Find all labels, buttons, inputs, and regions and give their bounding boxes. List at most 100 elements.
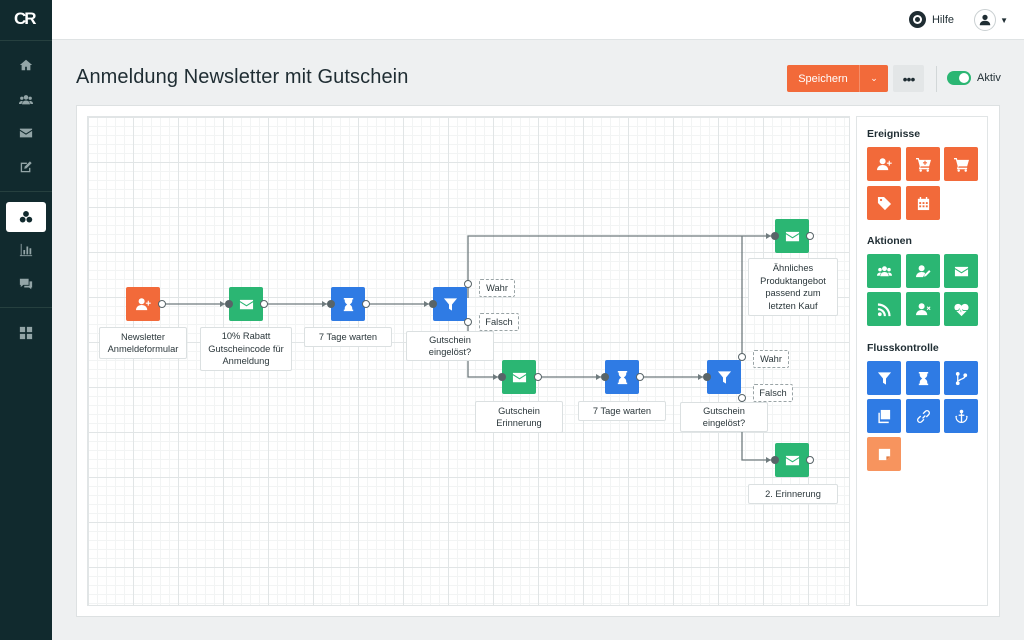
node-input-port[interactable] [429, 300, 437, 308]
edit-icon [19, 160, 33, 174]
node-label: 2. Erinnerung [748, 484, 838, 504]
note-icon [877, 447, 892, 462]
palette-item-signup[interactable] [867, 147, 901, 181]
sidebar-item-home[interactable] [6, 50, 46, 80]
node-output-port[interactable] [362, 300, 370, 308]
sidebar-item-chat[interactable] [6, 269, 46, 299]
palette-item-feed[interactable] [867, 292, 901, 326]
filter-icon [877, 371, 892, 386]
users-icon [19, 93, 33, 107]
palette-section-events: Ereignisse [867, 128, 921, 140]
node-output-port-true[interactable] [738, 353, 746, 361]
header-divider [936, 66, 937, 92]
hourglass-icon [916, 371, 931, 386]
sidebar-item-dashboard[interactable] [6, 318, 46, 348]
node-input-port[interactable] [225, 300, 233, 308]
avatar [974, 9, 997, 31]
palette-item-date[interactable] [906, 186, 940, 220]
flow-node-wait[interactable] [331, 287, 365, 321]
palette-item-link[interactable] [906, 399, 940, 433]
sidebar-item-reports[interactable] [6, 235, 46, 265]
top-bar: Hilfe ▼ [52, 0, 1024, 40]
filter-icon [717, 370, 732, 385]
node-output-port[interactable] [158, 300, 166, 308]
node-output-port-false[interactable] [738, 394, 746, 402]
node-input-port[interactable] [703, 373, 711, 381]
palette-item-cart-add[interactable] [906, 147, 940, 181]
envelope-icon [239, 297, 254, 312]
filter-icon [443, 297, 458, 312]
save-button-group: Speichern ⌄ [787, 65, 888, 92]
branch-icon [954, 371, 969, 386]
link-icon [916, 409, 931, 424]
save-options-dropdown[interactable]: ⌄ [859, 65, 888, 92]
palette-item-tag[interactable] [867, 186, 901, 220]
palette-section-flow: Flusskontrolle [867, 342, 939, 354]
flow-node-filter[interactable] [707, 360, 741, 394]
save-button[interactable]: Speichern [798, 72, 848, 85]
node-label: 10% Rabatt Gutscheincode für Anmeldung [200, 327, 292, 371]
node-label: 7 Tage warten [578, 401, 666, 421]
flow-node-erinnerung[interactable] [502, 360, 536, 394]
active-toggle[interactable] [947, 71, 971, 85]
sidebar-item-mail[interactable] [6, 118, 46, 148]
automation-icon [19, 210, 33, 224]
palette-item-anchor[interactable] [944, 399, 978, 433]
node-input-port[interactable] [327, 300, 335, 308]
active-label: Aktiv [977, 72, 1001, 84]
rss-icon [877, 302, 892, 317]
palette-item-remove-contact[interactable] [906, 292, 940, 326]
user-menu[interactable]: ▼ [974, 9, 1008, 31]
node-label: Newsletter Anmeldeformular [99, 327, 187, 359]
palette-item-copy[interactable] [867, 399, 901, 433]
sidebar-item-automation[interactable] [6, 202, 46, 232]
node-output-port[interactable] [534, 373, 542, 381]
flow-node-aehnlich[interactable] [775, 219, 809, 253]
node-input-port[interactable] [601, 373, 609, 381]
palette-item-wait[interactable] [906, 361, 940, 395]
node-output-port-true[interactable] [464, 280, 472, 288]
palette-item-purchase[interactable] [944, 147, 978, 181]
node-output-port[interactable] [260, 300, 268, 308]
help-link[interactable]: Hilfe [908, 11, 954, 28]
envelope-icon [785, 229, 800, 244]
palette-item-send-mail[interactable] [944, 254, 978, 288]
branch-false-tag: Falsch [479, 313, 519, 331]
sidebar-item-editor[interactable] [6, 152, 46, 182]
bar-chart-icon [19, 243, 33, 257]
palette-item-split[interactable] [944, 361, 978, 395]
chevron-down-icon: ⌄ [870, 73, 878, 83]
node-input-port[interactable] [771, 232, 779, 240]
node-output-port-false[interactable] [464, 318, 472, 326]
flow-node-wait[interactable] [605, 360, 639, 394]
user-icon [979, 14, 991, 26]
node-label: Gutschein Erinnerung [475, 401, 563, 433]
sidebar-item-contacts[interactable] [6, 85, 46, 115]
home-icon [19, 58, 33, 72]
node-output-port[interactable] [636, 373, 644, 381]
node-output-port[interactable] [806, 456, 814, 464]
flow-node-rabatt[interactable] [229, 287, 263, 321]
palette-section-actions: Aktionen [867, 235, 912, 247]
sidebar-divider [0, 307, 52, 308]
flow-node-erinnerung2[interactable] [775, 443, 809, 477]
palette-item-edit-contact[interactable] [906, 254, 940, 288]
palette-item-filter[interactable] [867, 361, 901, 395]
palette-item-group[interactable] [867, 254, 901, 288]
more-button[interactable]: ••• [893, 65, 924, 92]
chevron-down-icon: ▼ [1000, 15, 1008, 25]
page-title: Anmeldung Newsletter mit Gutschein [76, 66, 409, 88]
anchor-icon [954, 409, 969, 424]
app-logo[interactable]: CR [14, 9, 37, 28]
chat-icon [19, 277, 33, 291]
palette-item-note[interactable] [867, 437, 901, 471]
node-output-port[interactable] [806, 232, 814, 240]
palette-item-health[interactable] [944, 292, 978, 326]
branch-false-tag: Falsch [753, 384, 793, 402]
help-label: Hilfe [931, 13, 954, 26]
node-input-port[interactable] [498, 373, 506, 381]
envelope-icon [954, 264, 969, 279]
node-input-port[interactable] [771, 456, 779, 464]
flow-node-filter[interactable] [433, 287, 467, 321]
flow-node-signup[interactable] [126, 287, 160, 321]
